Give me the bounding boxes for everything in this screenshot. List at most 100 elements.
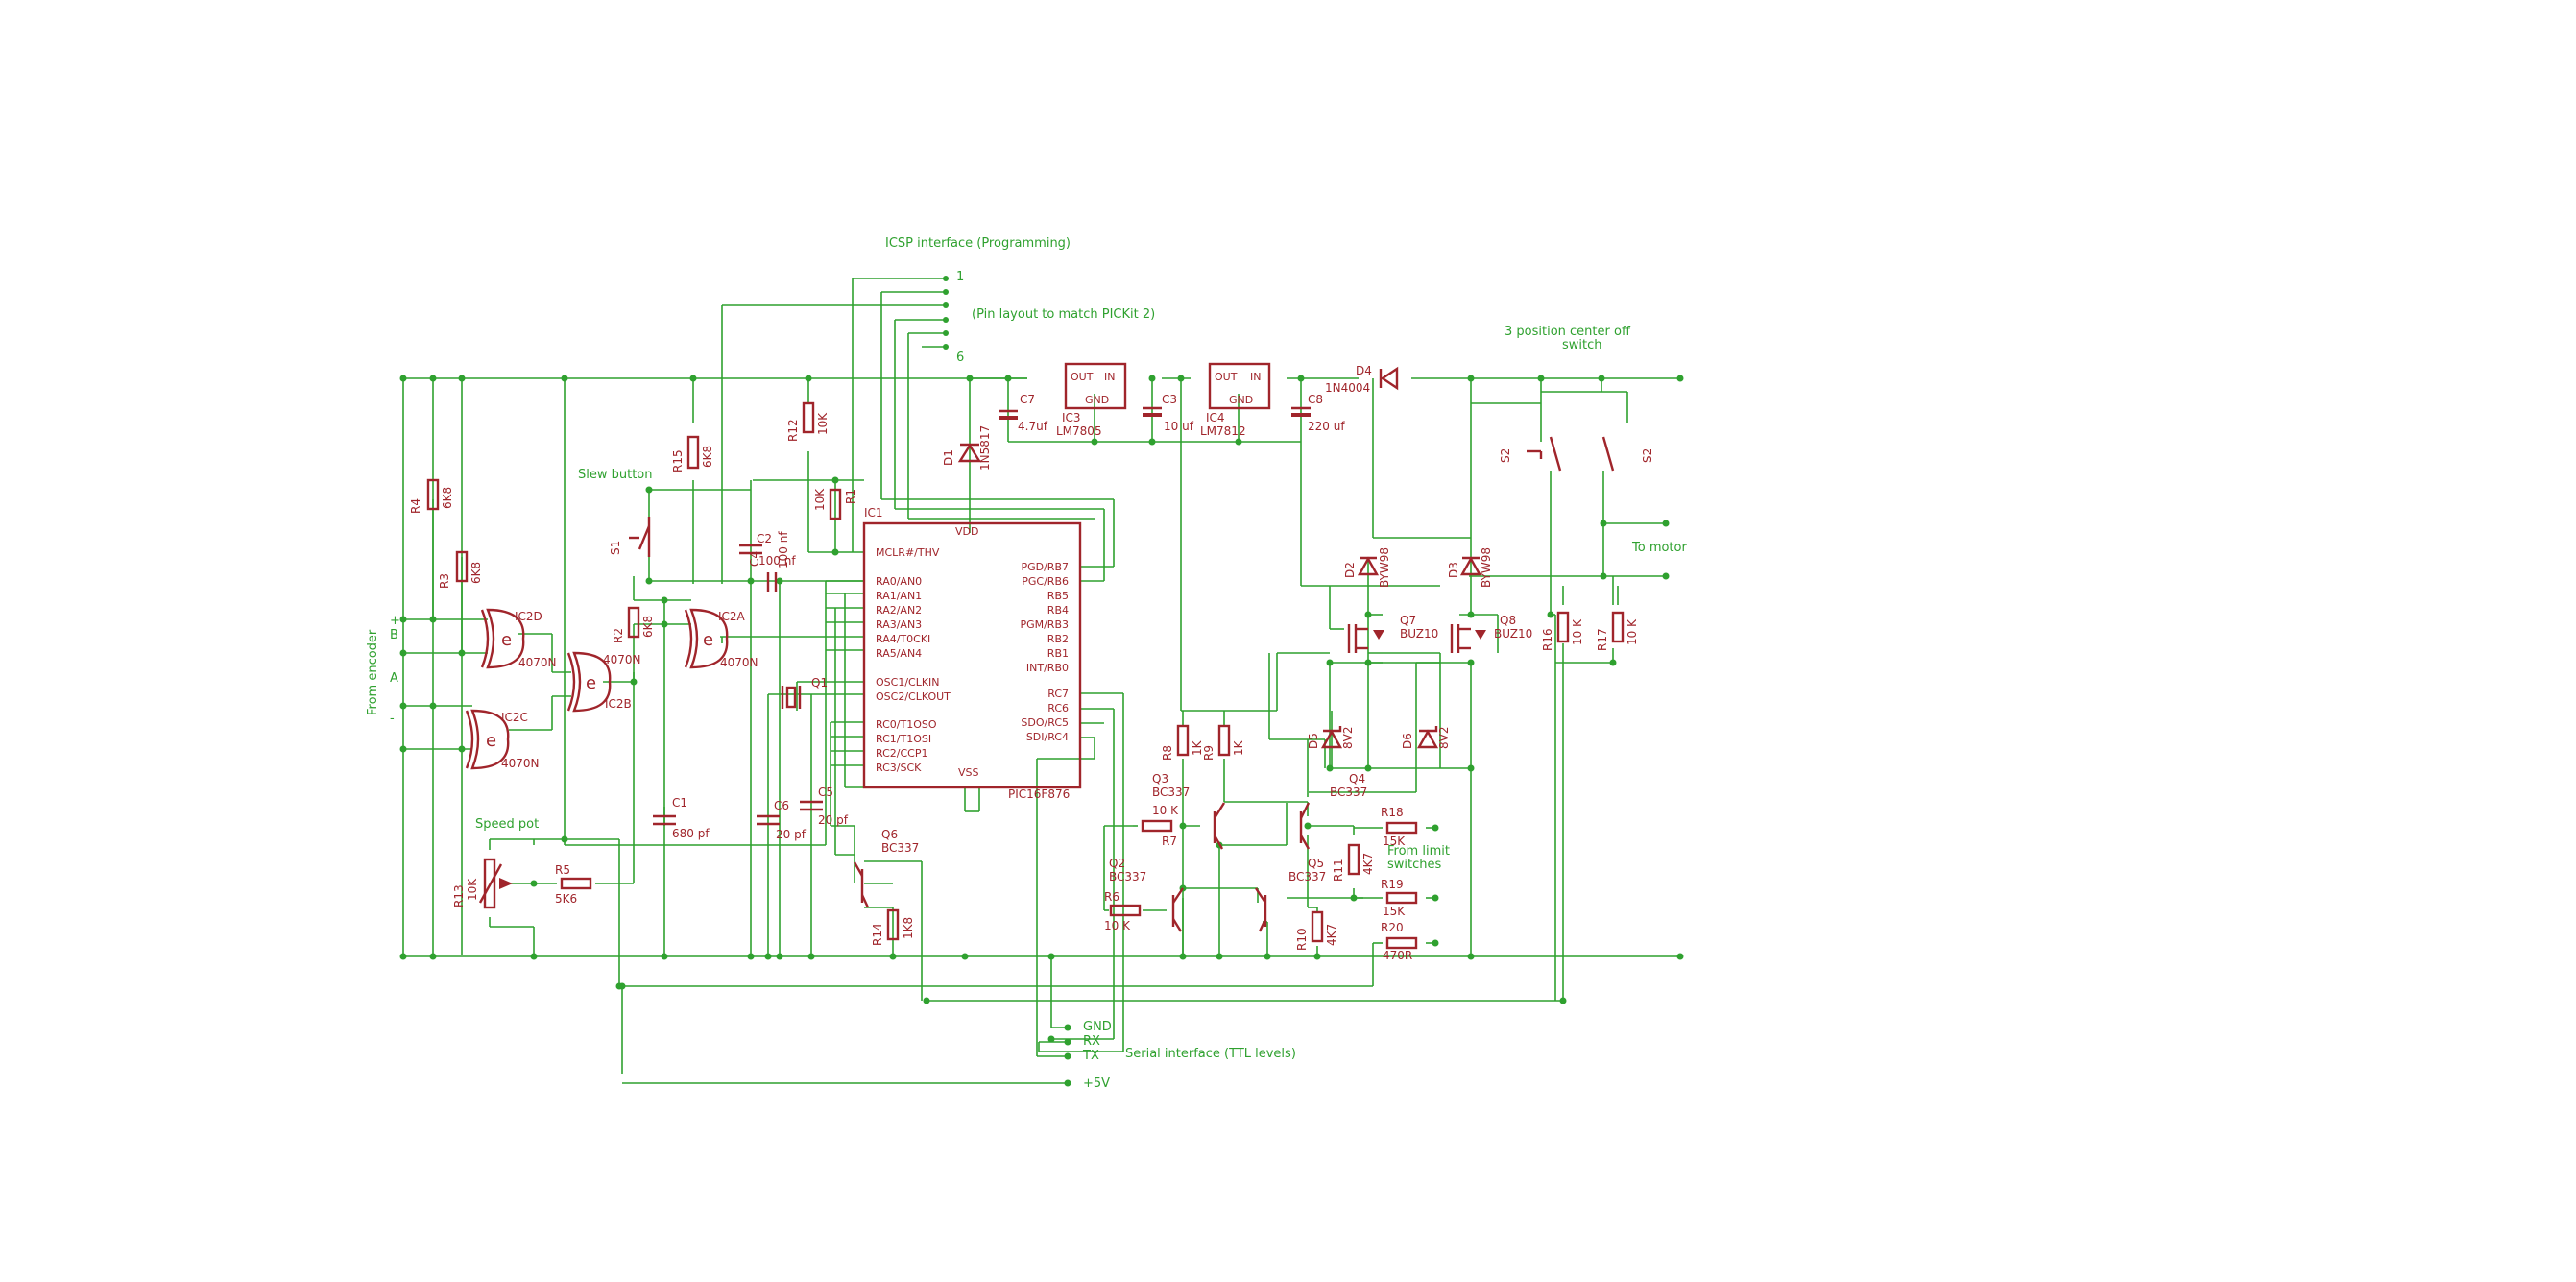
r18-name: R18	[1381, 806, 1404, 819]
r6-name: R6	[1104, 890, 1119, 904]
resistor-r18: R18 15K	[1381, 806, 1418, 848]
r4-value: 6K8	[441, 487, 454, 509]
ic4-name: IC4	[1206, 411, 1225, 424]
resistor-r1: R1 10K	[813, 488, 857, 520]
r17-name: R17	[1596, 628, 1609, 651]
serial-gnd: GND	[1083, 1020, 1112, 1034]
ic1-pin-rc7: RC7	[1047, 688, 1069, 700]
ic1-pin-rb5: RB5	[1047, 590, 1069, 602]
q3-value: BC337	[1152, 786, 1190, 799]
d4-name: D4	[1356, 364, 1372, 377]
q6-name: Q6	[881, 828, 898, 841]
transistor-q2: Q2 BC337	[1109, 857, 1184, 932]
gate-ic2b: e IC2B 4070N	[566, 651, 641, 713]
resistor-r10: R10 4K7	[1295, 910, 1338, 951]
r7-name: R7	[1162, 835, 1177, 848]
limit-note-2: switches	[1387, 858, 1441, 872]
ic4-gnd: GND	[1229, 394, 1253, 406]
r3-name: R3	[438, 573, 451, 589]
capacitor-c7: C7 4.7uf	[999, 393, 1048, 433]
ic1-microcontroller: IC1 PIC16F876 VDD VSS MCLR#/THV RA0/AN0 …	[862, 506, 1082, 801]
capacitor-c2: C2 100 nf	[739, 532, 796, 568]
s2-name-left: S2	[1499, 448, 1512, 463]
d6-value: 8V2	[1437, 727, 1451, 749]
gate-ic2a: e IC2A 4070N	[684, 608, 758, 669]
r9-name: R9	[1202, 745, 1216, 761]
mosfet-q7: Q7 BUZ10	[1347, 614, 1438, 653]
resistor-r4: R4 6K8	[409, 478, 454, 514]
r6-value: 10 K	[1104, 919, 1131, 932]
ic1-name: IC1	[864, 506, 883, 520]
r19-name: R19	[1381, 878, 1404, 891]
ic2b-part: 4070N	[603, 653, 641, 666]
ic3-name: IC3	[1062, 411, 1081, 424]
q5-value: BC337	[1288, 870, 1326, 883]
ic1-pin-rb7: PGD/RB7	[1021, 561, 1069, 573]
r1-value: 10K	[813, 488, 827, 511]
ic4-part: LM7812	[1200, 424, 1246, 438]
ic2d-symbol: e	[501, 630, 512, 650]
encoder-a: A	[390, 671, 398, 686]
ic1-pin-mclr: MCLR#/THV	[876, 546, 940, 559]
ic1-pin-osc2: OSC2/CLKOUT	[876, 690, 951, 703]
resistor-r20: R20 470R	[1381, 921, 1418, 962]
ic2c-name: IC2C	[501, 711, 528, 724]
r15-name: R15	[671, 449, 685, 472]
motor-note: To motor	[1631, 541, 1687, 555]
encoder-note: From encoder	[366, 629, 380, 715]
c1-value: 680 pf	[672, 827, 710, 840]
d1-value: 1N5817	[978, 425, 992, 471]
q3-name: Q3	[1152, 772, 1168, 786]
resistor-r16: R16 10 K	[1541, 611, 1584, 651]
resistor-r19: R19 15K	[1381, 878, 1418, 918]
r11-value: 4K7	[1361, 853, 1375, 875]
ic1-pin-rc0: RC0/T1OSO	[876, 718, 937, 731]
r17-value: 10 K	[1625, 618, 1639, 645]
q5-name: Q5	[1308, 857, 1324, 870]
c3-value: 10 uf	[1164, 420, 1194, 433]
ic1-pin-rc2: RC2/CCP1	[876, 747, 927, 760]
capacitor-c3: C3 10 uf	[1143, 393, 1194, 433]
switch-note-1: 3 position center off	[1505, 325, 1631, 339]
d5-name: D5	[1307, 733, 1320, 749]
resistor-r7: 10 K R7	[1141, 804, 1179, 848]
d6-name: D6	[1401, 733, 1414, 749]
slew-note: Slew button	[578, 468, 653, 482]
ic1-pin-rc6: RC6	[1047, 702, 1069, 714]
r2-name: R2	[612, 628, 625, 643]
q2-value: BC337	[1109, 870, 1146, 883]
switch-s1: S1	[609, 517, 651, 557]
ic1-pin-rb4: RB4	[1047, 604, 1069, 617]
ic1-pin-rb0: INT/RB0	[1026, 662, 1069, 674]
d5-value: 8V2	[1341, 727, 1355, 749]
resistor-r2: R2 6K8	[612, 606, 655, 643]
ic1-pin-rc4: SDI/RC4	[1026, 731, 1069, 743]
diode-d6: D6 8V2	[1401, 726, 1451, 749]
resistor-r13-pot: R13 10K	[452, 858, 513, 909]
d2-value: BYW98	[1378, 547, 1391, 588]
r8-name: R8	[1161, 745, 1174, 761]
regulator-ic3: OUT IN GND IC3 LM7805	[1056, 362, 1127, 438]
ic4-out: OUT	[1215, 371, 1238, 383]
capacitor-c5: C5 20 pf	[800, 786, 849, 827]
notes: ICSP interface (Programming) (Pin layout…	[366, 236, 1687, 1091]
c5-name: C5	[818, 786, 833, 799]
ic1-pin-rb1: RB1	[1047, 647, 1069, 660]
ic1-pin-rc5: SDO/RC5	[1021, 716, 1069, 729]
pickit-note: (Pin layout to match PICKit 2)	[972, 307, 1155, 322]
c2-value: 100 nf	[758, 554, 796, 568]
resistor-r12: R12 10K	[786, 401, 830, 442]
serial-tx: TX	[1082, 1049, 1099, 1063]
c8-name: C8	[1308, 393, 1323, 406]
serial-note: Serial interface (TTL levels)	[1125, 1047, 1296, 1061]
r18-value: 15K	[1383, 835, 1406, 848]
q8-value: BUZ10	[1494, 627, 1532, 641]
ic2b-name: IC2B	[605, 697, 632, 711]
wires	[402, 278, 1680, 1084]
capacitor-c1: C1 680 pf	[653, 796, 710, 840]
c8-value: 220 uf	[1308, 420, 1345, 433]
ic2d-name: IC2D	[515, 610, 542, 623]
r20-value: 470R	[1383, 949, 1412, 962]
q4-value: BC337	[1330, 786, 1367, 799]
